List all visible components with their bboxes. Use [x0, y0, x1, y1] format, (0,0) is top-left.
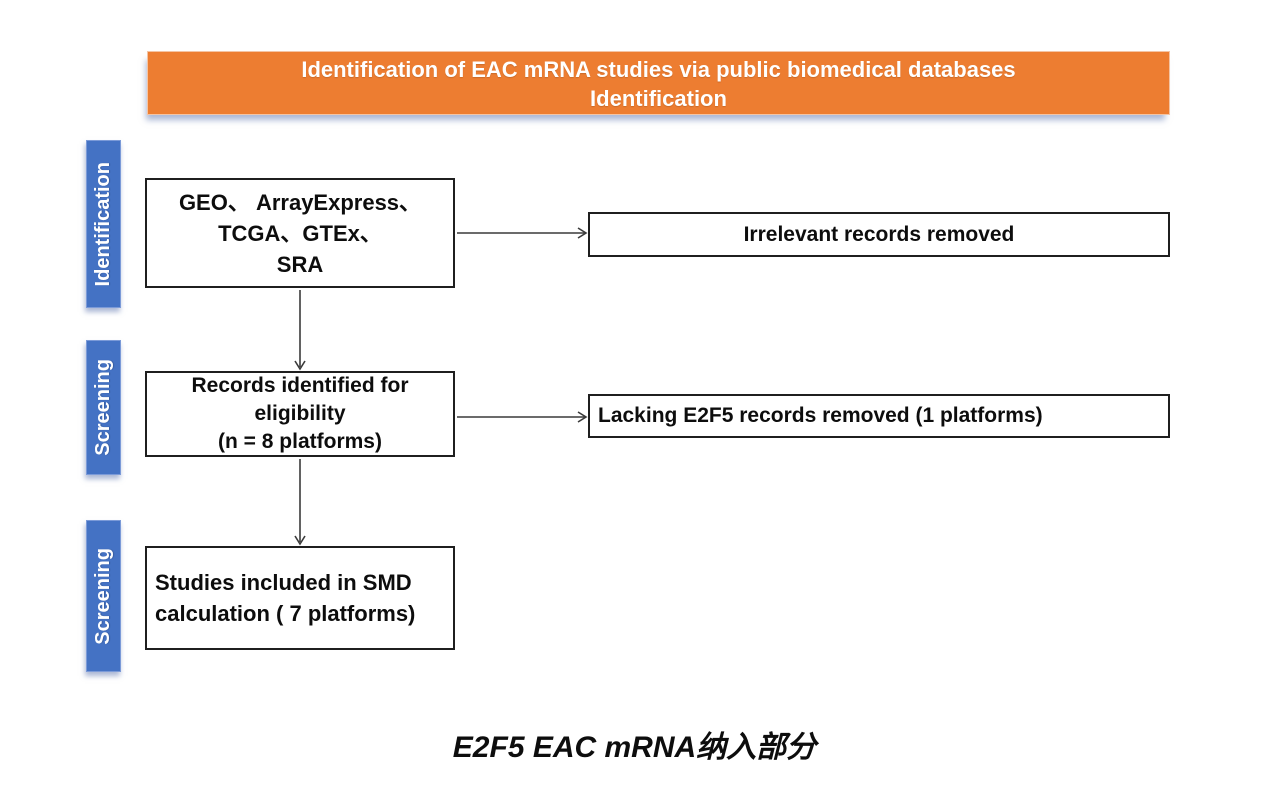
- box-studies-included-line1: Studies included in SMD: [155, 570, 412, 595]
- box-databases-line3: SRA: [276, 251, 324, 277]
- box-databases-line1: GEO、 ArrayExpress、: [178, 189, 422, 215]
- box-lacking-removed-label: Lacking E2F5 records removed (1 platform…: [598, 404, 1043, 427]
- box-irrelevant-removed: Irrelevant records removed: [588, 212, 1170, 257]
- box-records-identified-line2: eligibility: [254, 402, 346, 425]
- box-studies-included: Studies included in SMD calculation ( 7 …: [145, 546, 455, 650]
- box-records-identified: Records identified for eligibility (n = …: [145, 371, 455, 457]
- box-irrelevant-removed-label: Irrelevant records removed: [743, 222, 1015, 246]
- banner: Identification of EAC mRNA studies via p…: [147, 51, 1170, 115]
- box-databases: GEO、 ArrayExpress、 TCGA、GTEx、 SRA: [145, 178, 455, 288]
- arrow-right-2: [457, 411, 588, 423]
- box-records-identified-line1: Records identified for: [191, 374, 409, 397]
- figure-caption: E2F5 EAC mRNA纳入部分: [452, 731, 817, 764]
- box-records-identified-line3: (n = 8 platforms): [218, 430, 382, 453]
- arrow-down-2: [294, 459, 306, 546]
- arrow-down-1: [294, 290, 306, 371]
- banner-line2: Identification: [590, 86, 727, 111]
- sidebar-label-screening-1: Screening: [86, 340, 121, 475]
- sidebar-label-identification: Identification: [86, 140, 121, 308]
- sidebar-label-text: Screening: [92, 359, 114, 456]
- box-databases-line2: TCGA、GTEx、: [218, 220, 382, 246]
- arrow-right-1: [457, 227, 588, 239]
- box-studies-included-line2: calculation ( 7 platforms): [155, 601, 416, 626]
- box-lacking-removed: Lacking E2F5 records removed (1 platform…: [588, 394, 1170, 438]
- sidebar-label-text: Screening: [92, 547, 114, 645]
- banner-line1: Identification of EAC mRNA studies via p…: [301, 57, 1016, 82]
- sidebar-label-text: Identification: [92, 161, 114, 287]
- sidebar-label-screening-2: Screening: [86, 520, 121, 672]
